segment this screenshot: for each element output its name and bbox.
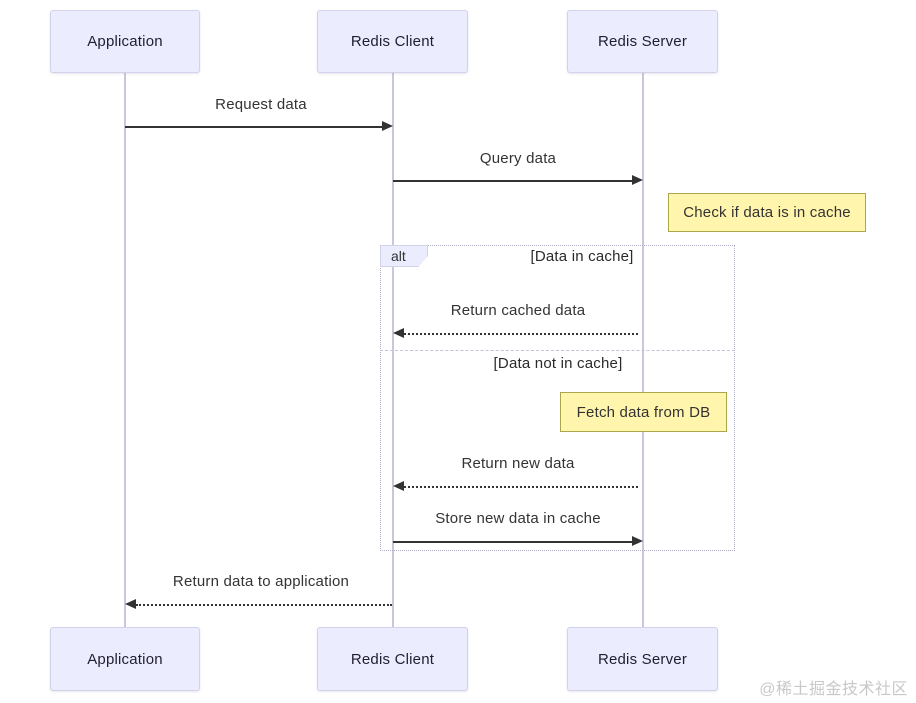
alt-condition-data-not-in-cache: [Data not in cache] [493, 355, 623, 372]
actor-label: Redis Server [597, 650, 688, 668]
actor-redis-client-top: Redis Client [317, 10, 468, 73]
note-fetch-db: Fetch data from DB [560, 392, 727, 432]
message-label-request-data: Request data [215, 96, 307, 113]
alt-frame [380, 245, 735, 551]
alt-condition-data-in-cache: [Data in cache] [530, 248, 634, 265]
note-label: Fetch data from DB [576, 403, 711, 421]
arrowhead-right-icon [382, 121, 393, 131]
actor-redis-client-bottom: Redis Client [317, 627, 468, 691]
message-line [393, 180, 634, 182]
message-line [125, 126, 384, 128]
actor-label: Redis Client [350, 650, 435, 668]
actor-redis-server-top: Redis Server [567, 10, 718, 73]
note-label: Check if data is in cache [683, 204, 851, 221]
message-label-query-data: Query data [479, 150, 557, 167]
message-line [404, 486, 638, 488]
actor-redis-server-bottom: Redis Server [567, 627, 718, 691]
alt-label: alt [391, 248, 406, 264]
arrowhead-left-icon [393, 328, 404, 338]
watermark: @稀土掘金技术社区 [759, 681, 908, 698]
actor-application-top: Application [50, 10, 200, 73]
message-label-return-new-data: Return new data [461, 455, 575, 472]
message-line [404, 333, 638, 335]
alt-label-tab: alt [380, 245, 428, 267]
message-line [136, 604, 392, 606]
message-label-return-cached-data: Return cached data [450, 302, 586, 319]
actor-label: Redis Server [597, 33, 688, 50]
arrowhead-right-icon [632, 175, 643, 185]
lifeline-application [124, 73, 126, 628]
actor-label: Redis Client [350, 33, 435, 50]
actor-application-bottom: Application [50, 627, 200, 691]
arrowhead-left-icon [125, 599, 136, 609]
alt-frame-divider [380, 350, 735, 351]
actor-label: Application [87, 33, 163, 50]
note-check-cache: Check if data is in cache [668, 193, 866, 232]
actor-label: Application [87, 650, 163, 668]
arrowhead-left-icon [393, 481, 404, 491]
message-line [393, 541, 634, 543]
message-label-store-new-data: Store new data in cache [435, 510, 601, 527]
arrowhead-right-icon [632, 536, 643, 546]
message-label-return-to-application: Return data to application [172, 573, 350, 590]
